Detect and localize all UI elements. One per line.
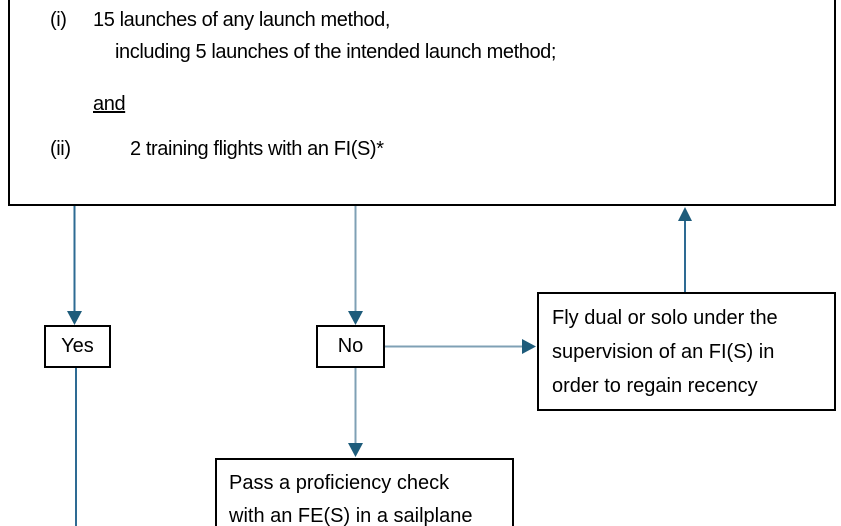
regain-recency-line-1: Fly dual or solo under the [552, 307, 778, 329]
proficiency-check-line-1: Pass a proficiency check [229, 472, 450, 494]
regain-recency-box: Fly dual or solo under the supervision o… [537, 292, 836, 411]
arrowhead-into-proficiency-check-icon [348, 443, 363, 457]
no-label: No [337, 335, 364, 357]
requirement-item-2: (ii) 2 training flights with an FI(S)* [50, 138, 384, 161]
arrowhead-into-no-icon [348, 311, 363, 325]
yes-box: Yes [44, 325, 111, 368]
proficiency-check-box: Pass a proficiency check with an FE(S) i… [215, 458, 514, 526]
requirement-item-2-text: 2 training flights with an FI(S)* [130, 138, 384, 160]
regain-recency-line-3: order to regain recency [552, 375, 758, 397]
requirement-item-1-continuation: including 5 launches of the intended lau… [115, 41, 557, 63]
requirement-item-1: (i) 15 launches of any launch method, [50, 9, 390, 32]
arrowhead-into-yes-icon [67, 311, 82, 325]
requirement-conjunction: and [93, 93, 126, 115]
no-box: No [316, 325, 385, 368]
requirements-box: (i) 15 launches of any launch method, inc… [8, 0, 836, 206]
proficiency-check-line-2: with an FE(S) in a sailplane [229, 505, 473, 526]
requirement-item-2-marker: (ii) [50, 138, 71, 160]
regain-recency-line-2: supervision of an FI(S) in [552, 341, 775, 363]
arrowhead-into-requirements-icon [678, 207, 692, 221]
requirement-item-1-text: 15 launches of any launch method, [93, 9, 391, 31]
arrowhead-into-regain-recency-icon [522, 339, 536, 354]
yes-label: Yes [61, 335, 94, 357]
requirement-item-1-marker: (i) [50, 9, 67, 31]
